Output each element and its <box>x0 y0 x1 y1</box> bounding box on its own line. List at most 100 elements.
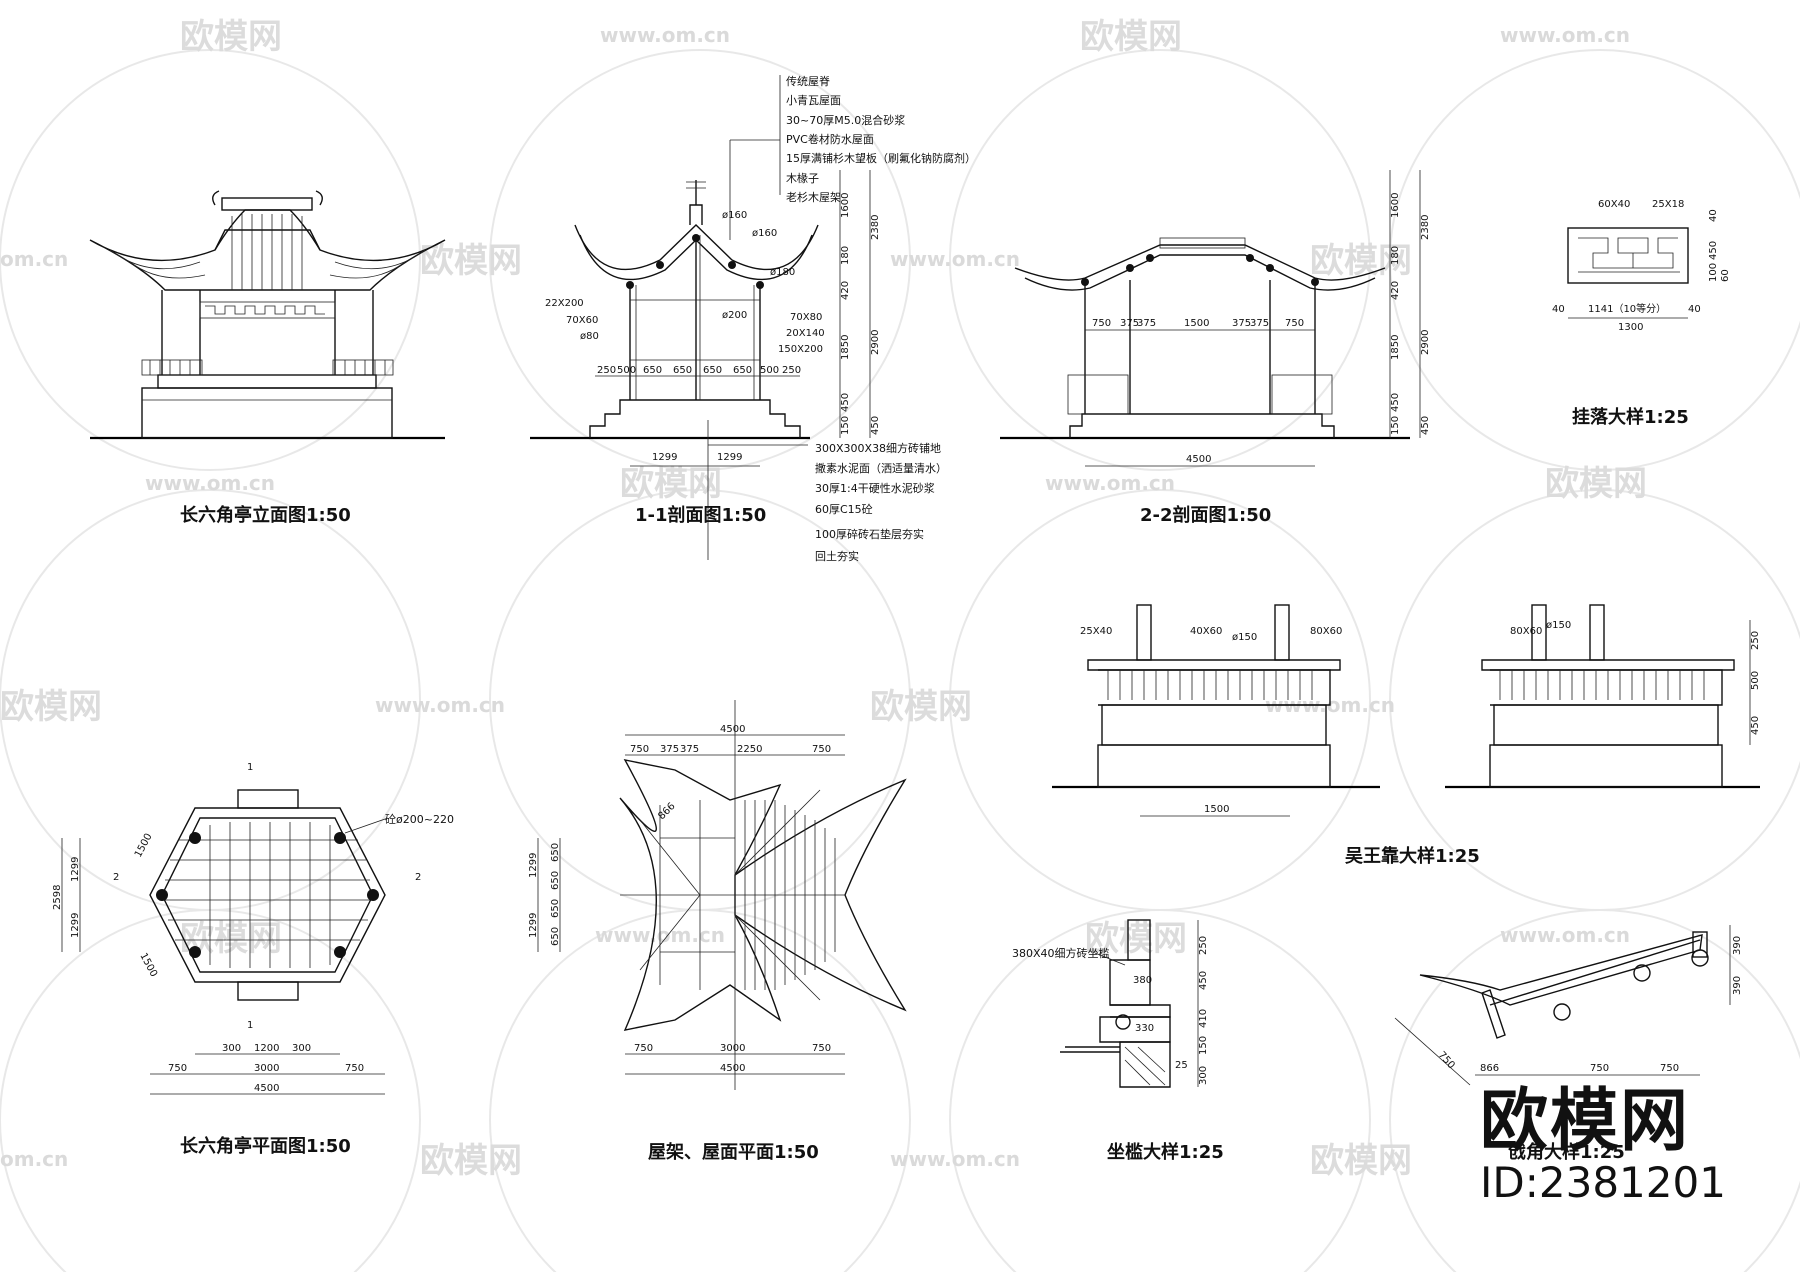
dim-text: 4500 <box>720 1063 745 1074</box>
dim-text: 2900 <box>1420 330 1431 355</box>
dim-text: 40 <box>1552 304 1565 315</box>
dim-text: 750 <box>812 1043 831 1054</box>
dim-text: 375 <box>1232 318 1251 329</box>
watermark-url: www.om.cn <box>890 1147 1020 1171</box>
roof-layer-note: 15厚满铺杉木望板（刷氟化钠防腐剂） <box>786 151 976 165</box>
dim-text: 650 <box>550 843 561 862</box>
member-label: ø180 <box>770 267 795 278</box>
roof-layer-note: PVC卷材防水屋面 <box>786 132 874 146</box>
dim-text: 60 <box>1720 269 1731 282</box>
wuwangkao-label: ø150 <box>1232 632 1257 643</box>
roof-layer-note: 30~70厚M5.0混合砂浆 <box>786 113 905 127</box>
dim-text: 1850 <box>840 335 851 360</box>
dim-text: 650 <box>733 365 752 376</box>
dim-text: 650 <box>550 927 561 946</box>
dim-text: 450 <box>870 416 881 435</box>
gualuo-drawing: 60X40 25X18 40 1141（10等分） 40 1300 40 450… <box>1552 199 1731 428</box>
floor-layer-note: 60厚C15砼 <box>815 503 873 516</box>
watermark-logo: 欧模网 <box>870 687 972 727</box>
dim-text: 750 <box>1590 1063 1609 1074</box>
section-1-title: 1-1剖面图1:50 <box>635 504 766 526</box>
dim-text: 1500 <box>137 951 159 979</box>
dim-text: 150 <box>840 416 851 435</box>
dim-text: 750 <box>1092 318 1111 329</box>
dim-text: 2250 <box>737 744 762 755</box>
wuwangkao-title: 吴王靠大样1:25 <box>1345 845 1480 867</box>
member-label: ø160 <box>722 210 747 221</box>
dim-text: 750 <box>1660 1063 1679 1074</box>
member-label: ø200 <box>722 310 747 321</box>
dim-text: 300 <box>1198 1066 1209 1085</box>
dim-text: 180 <box>1390 246 1401 265</box>
dim-text: 450 <box>1198 971 1209 990</box>
dim-text: 1600 <box>1390 193 1401 218</box>
floor-layer-notes: 300X300X38细方砖铺地 撒素水泥面（洒适量清水） 30厚1:4干硬性水泥… <box>815 441 947 563</box>
dim-text: 500 <box>760 365 779 376</box>
watermark-url: www.om.cn <box>1045 471 1175 495</box>
watermark-url: www.om.cn <box>890 247 1020 271</box>
wuwangkao-label: 40X60 <box>1190 626 1222 637</box>
dim-text: 1850 <box>1390 335 1401 360</box>
dim-text: 150 <box>1390 416 1401 435</box>
floor-layer-note: 300X300X38细方砖铺地 <box>815 441 941 455</box>
dim-text: 4500 <box>720 724 745 735</box>
watermark-logo: 欧模网 <box>1310 241 1412 281</box>
member-label: 70X60 <box>566 315 598 326</box>
dim-text: 410 <box>1198 1009 1209 1028</box>
dim-text: 1500 <box>1204 804 1229 815</box>
dim-text: 1300 <box>1618 322 1643 333</box>
brand-name: 欧模网 <box>1480 1082 1691 1161</box>
dim-text: 450 <box>1420 416 1431 435</box>
wuwangkao-label: ø150 <box>1546 620 1571 631</box>
dim-text: 866 <box>656 801 677 822</box>
floor-layer-note: 回土夯实 <box>815 549 859 563</box>
dim-text: 390 <box>1732 976 1743 995</box>
dim-text: 1600 <box>840 193 851 218</box>
gualuo-label: 25X18 <box>1652 199 1684 210</box>
dim-text: 500 <box>617 365 636 376</box>
dim-text: 375 <box>1120 318 1139 329</box>
dim-text: 1500 <box>1184 318 1209 329</box>
watermark-logo: 欧模网 <box>1080 17 1182 57</box>
roof-layer-note: 小青瓦屋面 <box>786 94 841 107</box>
dim-text: 1299 <box>70 913 81 938</box>
elevation-title: 长六角亭立面图1:50 <box>180 504 351 526</box>
dim-text: 2380 <box>1420 215 1431 240</box>
watermark-logo: 欧模网 <box>180 17 282 57</box>
column-label: 砼ø200~220 <box>385 813 454 826</box>
floor-layer-note: 撒素水泥面（洒适量清水） <box>815 461 947 475</box>
watermark-url: www.om.cn <box>1500 23 1630 47</box>
dim-text: 1299 <box>70 857 81 882</box>
member-label: 70X80 <box>790 312 822 323</box>
dim-text: 750 <box>634 1043 653 1054</box>
dim-text: 3000 <box>720 1043 745 1054</box>
dim-text: 2900 <box>870 330 881 355</box>
dim-text: 750 <box>1285 318 1304 329</box>
dim-text: 4500 <box>1186 454 1211 465</box>
watermark-logo: 欧模网 <box>620 464 722 504</box>
dim-text: 450 <box>1708 241 1719 260</box>
section-2-drawing: 750 375 375 1500 375 375 750 4500 1600 2… <box>1000 170 1431 526</box>
dim-text: 1141（10等分） <box>1588 302 1666 315</box>
dim-text: 40 <box>1708 209 1719 222</box>
dim-text: 750 <box>812 744 831 755</box>
gualuo-title: 挂落大样1:25 <box>1572 406 1689 428</box>
dim-text: 450 <box>1750 716 1761 735</box>
section-2-title: 2-2剖面图1:50 <box>1140 504 1271 526</box>
dim-text: 3000 <box>254 1063 279 1074</box>
dim-text: 750 <box>345 1063 364 1074</box>
dim-text: 250 <box>782 365 801 376</box>
gualuo-label: 60X40 <box>1598 199 1630 210</box>
zuojian-title: 坐槛大样1:25 <box>1107 1141 1224 1163</box>
dim-text: 330 <box>1135 1023 1154 1034</box>
watermark-url: om.cn <box>0 1147 68 1171</box>
dim-text: 100 <box>1708 263 1719 282</box>
watermark-logo: 欧模网 <box>1085 919 1187 959</box>
zuojian-label: 380X40细方砖坐槛 <box>1012 946 1110 960</box>
dim-text: 25 <box>1175 1060 1188 1071</box>
roof-layer-notes: 传统屋脊 小青瓦屋面 30~70厚M5.0混合砂浆 PVC卷材防水屋面 15厚满… <box>786 74 976 204</box>
dim-text: 650 <box>550 871 561 890</box>
dim-text: 375 <box>1137 318 1156 329</box>
member-label: 150X200 <box>778 344 823 355</box>
watermark-logo: 欧模网 <box>1545 464 1647 504</box>
